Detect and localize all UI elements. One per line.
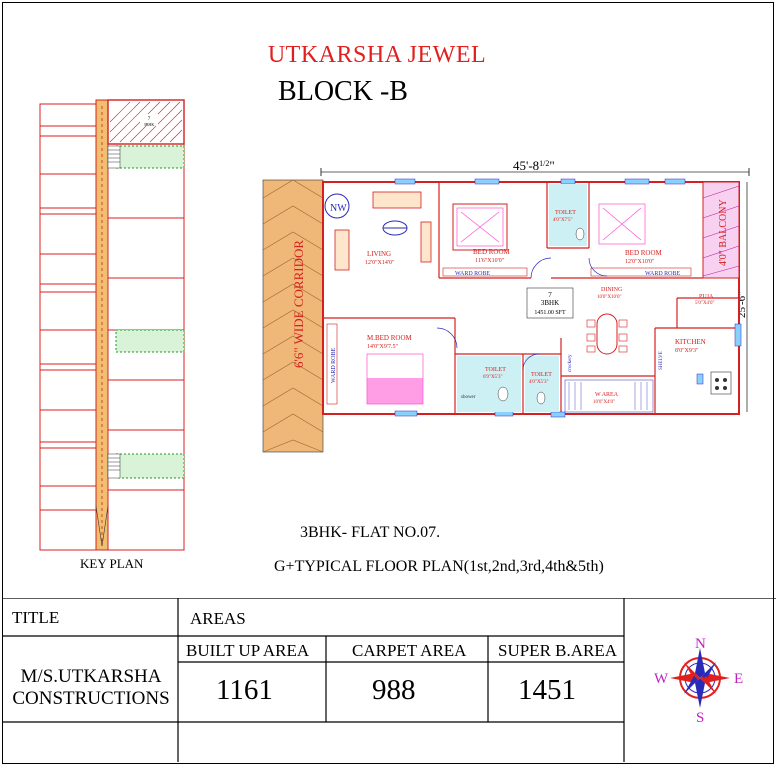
balcony-label: 4'0" BALCONY (718, 199, 729, 266)
company-name: M/S.UTKARSHA CONSTRUCTIONS (8, 666, 174, 710)
built-up-label: BUILT UP AREA (186, 641, 310, 660)
super-area-label: SUPER B.AREA (498, 641, 618, 660)
wardrobe-3: WARD ROBE (331, 347, 337, 383)
puja-name: PUJA (699, 294, 714, 300)
toilet2-name: TOILET (485, 367, 506, 373)
compass-w: W (654, 671, 669, 687)
super-area-value: 1451 (518, 674, 576, 706)
crockery-label: crockery (568, 354, 573, 372)
corridor-label: 6'6" WIDE CORRIDOR (291, 240, 306, 368)
carpet-label: CARPET AREA (352, 641, 467, 660)
key-plan-label: KEY PLAN (80, 556, 144, 571)
wardrobe-1: WARD ROBE (455, 271, 491, 277)
bedroom2-name: BED ROOM (625, 249, 663, 257)
built-up-value: 1161 (216, 674, 273, 706)
depth-dimension: 25'-6" (736, 291, 748, 318)
toilet3-name: TOILET (531, 372, 552, 378)
floor-plan-drawing: 45'-81/2" 25'-6" 6'6" WIDE CORRIDOR 4'0"… (262, 158, 750, 453)
flat-caption: 3BHK- FLAT NO.07. (300, 524, 441, 541)
toilet3-size: 4'0"X5'3" (529, 380, 549, 385)
living-name: LIVING (367, 250, 391, 258)
bedroom1-name: BED ROOM (473, 248, 511, 256)
master-bed-size: 14'0"X9'7.5" (367, 344, 398, 350)
kitchen-size: 8'0"X9'3" (675, 348, 699, 354)
title-block (2, 598, 776, 762)
kitchen-name: KITCHEN (675, 338, 706, 346)
project-title: UTKARSHA JEWEL (267, 42, 487, 68)
key-plan-drawing: 7 3BHK (39, 99, 185, 551)
company-line1: M/S.UTKARSHA (20, 666, 162, 687)
toilet-top-size: 4'0"X7'5" (553, 218, 573, 223)
key-unit-type: 3BHK (144, 122, 155, 127)
warea-name: W AREA (595, 392, 619, 398)
master-bed-name: M.BED ROOM (367, 334, 413, 342)
wardrobe-2: WARD ROBE (645, 271, 681, 277)
toilet2-size: 6'9"X5'3" (483, 375, 503, 380)
toilet-top-name: TOILET (555, 210, 576, 216)
dining-name: DINING (601, 287, 623, 293)
shelve-label: SHELVE (659, 351, 664, 370)
compass-n: N (695, 636, 706, 652)
flat-type: 3BHK (541, 299, 559, 307)
bedroom1-size: 11'6"X10'0" (475, 258, 505, 264)
compass-e: E (734, 671, 743, 687)
company-line2: CONSTRUCTIONS (12, 688, 170, 709)
flat-area: 1451.00 SFT (534, 310, 566, 316)
warea-size: 10'0"X4'0" (593, 400, 615, 405)
block-title: BLOCK -B (278, 76, 408, 107)
bedroom2-size: 12'0"X10'0" (625, 259, 655, 265)
flat-number: 7 (548, 291, 552, 299)
dining-size: 10'0"X10'0" (597, 295, 622, 300)
nw-marker: NW (330, 203, 347, 214)
carpet-value: 988 (372, 674, 416, 706)
compass-icon: N S E W (654, 636, 743, 724)
living-size: 12'0"X14'0" (365, 260, 395, 266)
shower-label: shower (461, 395, 476, 400)
compass-s: S (696, 710, 704, 724)
puja-size: 5'0"X4'0" (695, 301, 715, 306)
floor-caption: G+TYPICAL FLOOR PLAN(1st,2nd,3rd,4th&5th… (274, 558, 604, 575)
title-header: TITLE (12, 608, 60, 627)
areas-header: AREAS (190, 609, 246, 628)
width-dimension: 45'-81/2" (513, 158, 555, 173)
key-unit-number: 7 (148, 117, 151, 122)
